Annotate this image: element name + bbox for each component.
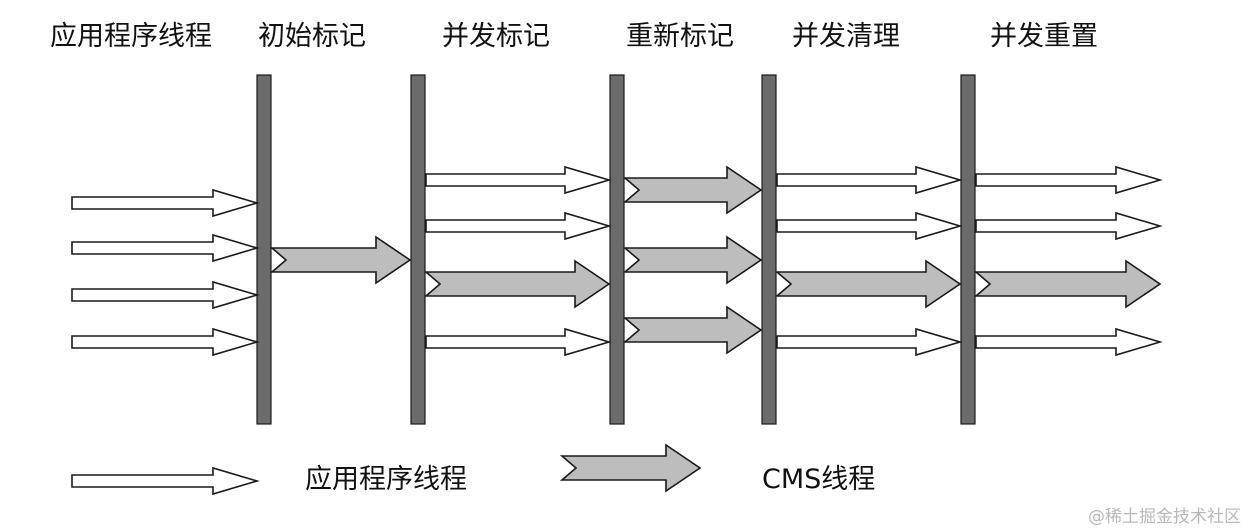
legend-app-thread-arrow [71,466,260,496]
app-thread-arrow-concurrent-reset-3 [975,327,1163,357]
phase-bar-3 [609,74,625,425]
phase-label-concurrent-reset: 并发重置 [990,21,1098,52]
phase-label-concurrent-sweep: 并发清理 [792,21,900,52]
phase-bar-5 [960,74,976,425]
cms-arrow-remark-2 [622,235,763,285]
app-thread-arrow-pre-4 [71,327,260,357]
app-thread-arrow-concurrent-reset-1 [975,165,1163,195]
watermark: @稀土掘金技术社区 [1088,507,1241,527]
legend-label-app-thread: 应用程序线程 [305,464,467,495]
app-thread-arrow-concurrent-reset-2 [975,211,1163,241]
phase-label-initial-mark: 初始标记 [258,21,366,52]
cms-arrow-remark-3 [622,305,763,355]
app-thread-arrow-pre-3 [71,280,260,310]
phase-label-remark: 重新标记 [626,21,734,52]
phase-bar-2 [410,74,426,425]
cms-arrow-concurrent-reset [973,259,1162,309]
app-thread-arrow-concurrent-sweep-3 [776,327,963,357]
phase-bar-4 [761,74,777,425]
app-thread-arrow-concurrent-sweep-1 [776,165,963,195]
app-thread-arrow-concurrent-mark-2 [425,211,612,241]
phase-label-app-thread: 应用程序线程 [50,21,212,52]
cms-arrow-initial-mark [269,235,412,285]
app-thread-arrow-concurrent-mark-3 [425,327,612,357]
app-thread-arrow-pre-1 [71,188,260,218]
cms-arrow-concurrent-mark [423,259,611,309]
legend-label-cms-thread: CMS线程 [762,464,876,495]
phase-label-concurrent-mark: 并发标记 [442,21,550,52]
legend-cms-thread-arrow [559,443,702,493]
cms-arrow-concurrent-sweep [774,259,962,309]
app-thread-arrow-concurrent-sweep-2 [776,211,963,241]
cms-arrow-remark-1 [622,165,763,215]
app-thread-arrow-concurrent-mark-1 [425,165,612,195]
phase-bar-1 [256,74,272,425]
app-thread-arrow-pre-2 [71,233,260,263]
